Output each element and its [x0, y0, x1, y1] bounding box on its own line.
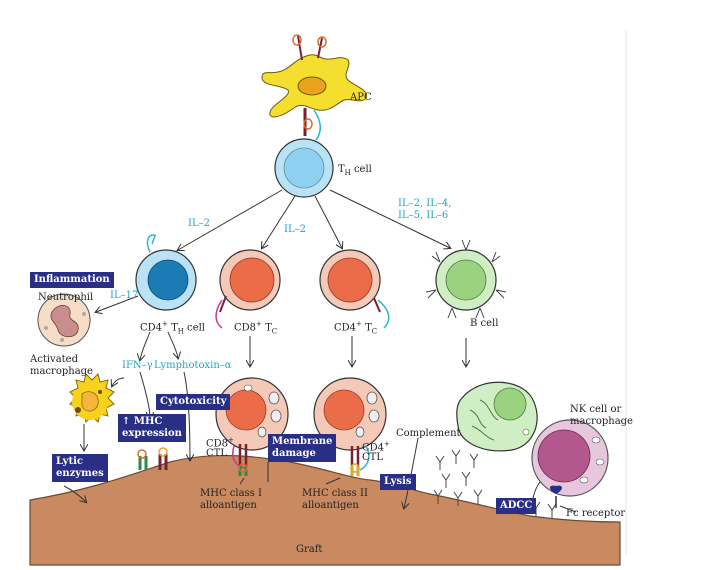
il17-label: IL–17 [110, 290, 139, 301]
il2-mid-label: IL–2 [284, 224, 306, 235]
cd4-tc-cell [319, 249, 390, 329]
cd4-th-cell [135, 234, 197, 311]
arrow-ifn-to-mhc [139, 371, 150, 418]
line-mhc2 [325, 477, 341, 485]
cd4-ctl-label-2: CTL [362, 452, 383, 463]
mhc-molecules-left [137, 447, 168, 470]
graft-tissue [29, 455, 621, 566]
mhc2-label-1: MHC class II [302, 488, 368, 499]
lysis-box: Lysis [380, 474, 416, 490]
cd8-tc-cell [215, 249, 281, 329]
line-fc-receptor [559, 505, 577, 513]
lytic-enzymes-box: Lytic enzymes [52, 454, 108, 482]
cd8-ctl-label-1: CD8+ [206, 436, 234, 450]
graft-label: Graft [296, 544, 323, 555]
b-cell [425, 239, 507, 319]
line-mhc1 [239, 477, 245, 485]
th-cell [274, 138, 334, 198]
b-cell-label: B cell [470, 318, 499, 329]
cd4-tc-label: CD4+ TC [334, 320, 378, 336]
lymphotoxin-label: Lymphotoxin–α [154, 360, 232, 371]
antibodies [433, 449, 557, 518]
il-group-line1: IL–2, IL–4, [398, 198, 452, 209]
membrane-damage-box: Membrane damage [268, 434, 337, 462]
complement-label: Complement [396, 428, 461, 439]
il-group-line2: IL–5, IL–6 [398, 210, 449, 221]
arrow-lytic-to-graft [63, 485, 86, 502]
activated-macrophage [69, 373, 115, 423]
fc-receptor-label: Fc receptor [566, 508, 626, 519]
apc-label: APC [350, 92, 372, 103]
arrow-th-to-cd4th [178, 189, 283, 250]
cd8-ctl-label-2: CTL [206, 448, 227, 459]
cd8-tc-label: CD8+ TC [234, 320, 278, 336]
apc-cell [261, 34, 368, 141]
plasma-cell [456, 381, 538, 452]
cytotoxicity-box: Cytotoxicity [156, 394, 231, 410]
nk-label-1: NK cell or [570, 404, 622, 415]
arrow-cd4th-to-neutrophil [96, 295, 139, 312]
cd4-ctl [313, 377, 387, 476]
adcc-box: ADCC [496, 498, 537, 514]
cd4-th-label: CD4+ TH cell [140, 320, 205, 336]
cd8-ctl [215, 377, 289, 476]
activated-macrophage-label-2: macrophage [30, 366, 93, 377]
neutrophil-label: Neutrophil [38, 292, 94, 303]
nk-cell [531, 419, 609, 508]
arrow-th-to-cd8tc [262, 195, 296, 248]
nk-label-2: macrophage [570, 416, 633, 427]
mhc2-label-2: alloantigen [302, 500, 359, 511]
cd4-ctl-label-1: CD4+ [362, 440, 390, 454]
arrow-th-to-bcell [329, 189, 450, 248]
th-cell-label: TH cell [338, 164, 372, 177]
mhc-expression-box: ↑ MHC expression [118, 414, 186, 442]
neutrophil [37, 293, 91, 347]
ifn-gamma-label: IFN–γ [122, 360, 153, 371]
il2-left-label: IL–2 [188, 218, 210, 229]
mhc1-label-2: alloantigen [200, 500, 257, 511]
activated-macrophage-label-1: Activated [30, 354, 78, 365]
mhc1-label-1: MHC class I [200, 488, 262, 499]
arrow-ifn-to-macrophage [112, 377, 125, 386]
arrow-lymphotoxin [167, 331, 178, 358]
inflammation-box: Inflammation [30, 272, 114, 288]
arrow-ifn [140, 331, 151, 360]
arrow-th-to-cd4tc [314, 195, 342, 248]
